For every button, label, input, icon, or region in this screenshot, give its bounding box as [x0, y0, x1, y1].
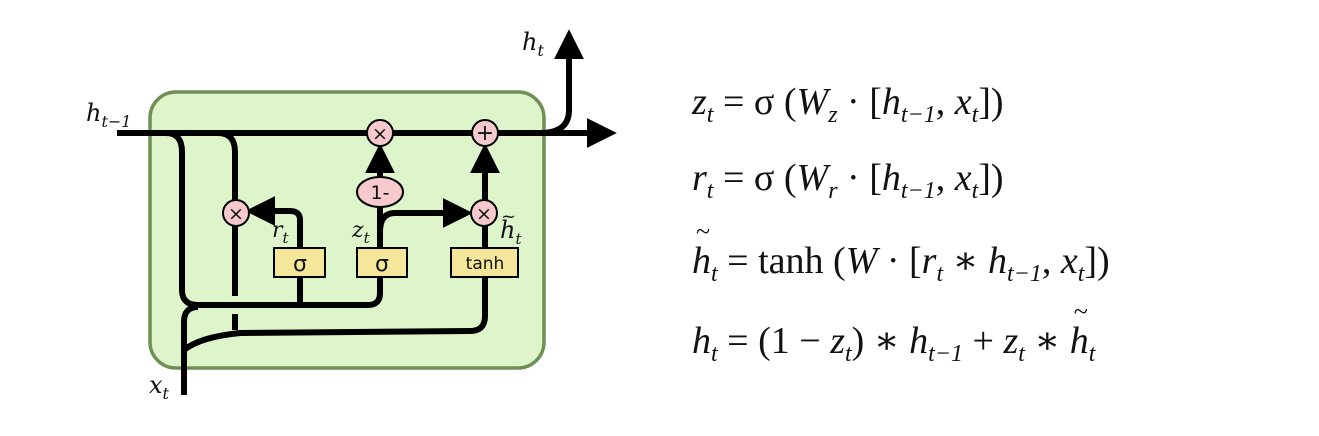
update-gate-layer: [356, 247, 408, 278]
eq2-x-sub: t: [971, 178, 979, 204]
eq1-h-sub: t−1: [900, 102, 936, 128]
eq1-lhs-sub: t: [706, 102, 714, 128]
eq3-dot: · [: [877, 240, 922, 282]
reset-gate-output-line: [245, 196, 303, 305]
eq4-plus: +: [963, 320, 1004, 362]
cell-box: [148, 90, 546, 370]
forget-multiply-symbol: ×: [372, 123, 388, 145]
eq4-star: ∗: [1024, 320, 1070, 362]
hidden-output-line: [539, 29, 584, 136]
eq3-lhs: h: [692, 217, 711, 283]
x-input-line: [181, 304, 199, 395]
eq1-x-sub: t: [971, 102, 979, 128]
eq1-comma: ,: [935, 81, 955, 123]
eq3-h-sub: t−1: [1006, 261, 1042, 287]
eq1-dot: · [: [837, 81, 882, 123]
eq2-lhs: r: [692, 157, 707, 199]
x-in-label: xt: [149, 371, 170, 403]
eq2-comma: ,: [935, 157, 955, 199]
h-out-label: ht: [522, 28, 544, 60]
eq3-open: (: [823, 240, 846, 282]
eq4-h-tilde-sub: t: [1088, 341, 1096, 367]
eq1-h: h: [881, 81, 901, 123]
eq1-weight: W: [796, 81, 829, 123]
update-multiply-op: [470, 199, 498, 227]
reset-gate-label: σ: [293, 252, 307, 277]
eq3-comma: ,: [1041, 240, 1061, 282]
eq4-z: z: [830, 320, 845, 362]
eq3-tanh: tanh: [758, 240, 824, 282]
eq2-dot: · [: [837, 157, 882, 199]
reset-label: rt: [272, 218, 290, 247]
candidate-equation: ht = tanh (W · [rt ∗ ht−1, xt]): [692, 217, 1110, 286]
eq1-weight-sub: z: [828, 102, 838, 128]
eq4-z-sub: t: [844, 341, 852, 367]
eq2-h: h: [881, 157, 901, 199]
h-prev-label: ht−1: [86, 99, 131, 131]
eq4-close-star: ) ∗: [851, 320, 910, 362]
update-gate-equation: zt = σ (Wz · [ht−1, xt]): [692, 80, 1004, 127]
update-label: zt: [351, 218, 371, 247]
one-minus-op: [356, 176, 404, 208]
candidate-tilde: ~: [501, 206, 516, 227]
eq4-lhs-sub: t: [711, 341, 718, 367]
update-gate-label: σ: [375, 252, 389, 277]
eq3-r: r: [921, 240, 937, 282]
eq3-weight: W: [845, 240, 878, 282]
eq4-z2: z: [1003, 320, 1019, 362]
eq1-sigma: = σ (: [713, 81, 797, 123]
eq2-sigma: = σ (: [713, 157, 797, 199]
update-multiply-symbol: ×: [476, 203, 492, 225]
candidate-h-label: ht: [500, 216, 522, 248]
eq3-equals: =: [717, 240, 759, 282]
add-symbol: +: [476, 121, 494, 146]
hidden-state-equation: ht = (1 − zt) ∗ ht−1 + zt ∗ ht: [692, 297, 1095, 366]
eq4-h-tilde: h: [1070, 297, 1089, 363]
eq3-lhs-sub: t: [711, 261, 718, 287]
eq2-close: ]): [978, 157, 1004, 199]
h-prev-branch-to-gates: [165, 130, 383, 308]
eq3-x: x: [1060, 240, 1078, 282]
candidate-label: tanh: [466, 254, 505, 274]
eq1-lhs: z: [692, 81, 707, 123]
reset-multiply-op: [222, 199, 250, 227]
eq4-one-minus: = (1 −: [717, 320, 831, 362]
eq3-star: ∗: [943, 240, 988, 282]
add-op: [471, 119, 499, 147]
eq3-close: ]): [1084, 240, 1110, 282]
h-prev-branch-to-reset-mult: [217, 130, 238, 200]
eq2-weight-sub: r: [828, 178, 838, 204]
eq3-r-sub: t: [936, 261, 944, 287]
eq3-x-sub: t: [1077, 261, 1085, 287]
x-to-candidate-bus: [182, 278, 488, 353]
eq2-weight: W: [796, 157, 829, 199]
eq2-h-sub: t−1: [900, 178, 936, 204]
reset-gate-equation: rt = σ (Wr · [ht−1, xt]): [692, 156, 1004, 203]
one-minus-label: 1-: [371, 182, 390, 204]
eq4-h-sub: t−1: [928, 341, 964, 367]
reset-multiply-symbol: ×: [228, 203, 244, 225]
eq4-h: h: [909, 320, 929, 362]
eq1-x: x: [954, 81, 972, 123]
candidate-layer: [450, 247, 519, 278]
eq2-x: x: [954, 157, 972, 199]
eq4-z2-sub: t: [1018, 341, 1025, 367]
eq3-h: h: [987, 240, 1007, 282]
forget-multiply-op: [366, 119, 394, 147]
eq1-close: ]): [978, 81, 1004, 123]
eq2-lhs-sub: t: [706, 178, 714, 204]
eq4-lhs: h: [692, 320, 711, 362]
reset-gate-layer: [273, 247, 326, 278]
update-gate-branch-line: [377, 198, 473, 233]
